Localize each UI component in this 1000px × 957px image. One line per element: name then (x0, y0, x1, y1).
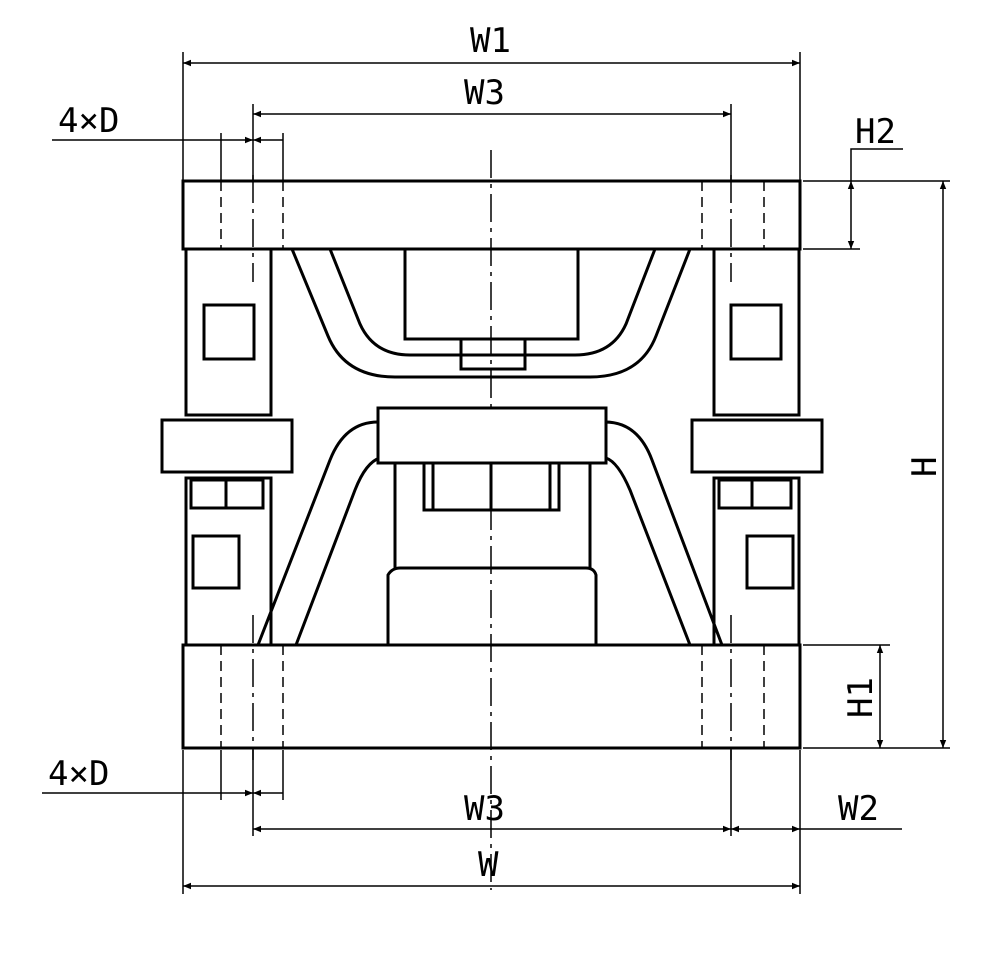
label-w1: W1 (470, 21, 511, 61)
hidden-holes (220, 175, 765, 760)
right-lower-pillar (712, 476, 801, 647)
left-lower-pillar (184, 476, 273, 647)
label-h2: H2 (855, 112, 896, 152)
load-cell-head (376, 406, 608, 465)
label-w: W (478, 845, 499, 885)
lower-stirrup (256, 420, 379, 646)
left-upper-pillar (184, 247, 273, 417)
left-bracket (160, 418, 294, 474)
extension-lines (182, 52, 950, 894)
right-bracket (690, 418, 824, 474)
label-w3-top: W3 (464, 73, 505, 113)
label-h1: H1 (841, 677, 881, 718)
upper-stirrup (290, 248, 692, 379)
label-4xd-bottom: 4×D (48, 754, 109, 794)
label-h: H (905, 457, 945, 477)
label-w3-bottom: W3 (464, 789, 505, 829)
mount-body (160, 175, 824, 760)
right-upper-pillar (712, 247, 801, 417)
bottom-plate (181, 643, 802, 750)
dimension-lines (42, 59, 947, 890)
label-4xd-top: 4×D (58, 101, 119, 141)
label-w2: W2 (838, 789, 879, 829)
